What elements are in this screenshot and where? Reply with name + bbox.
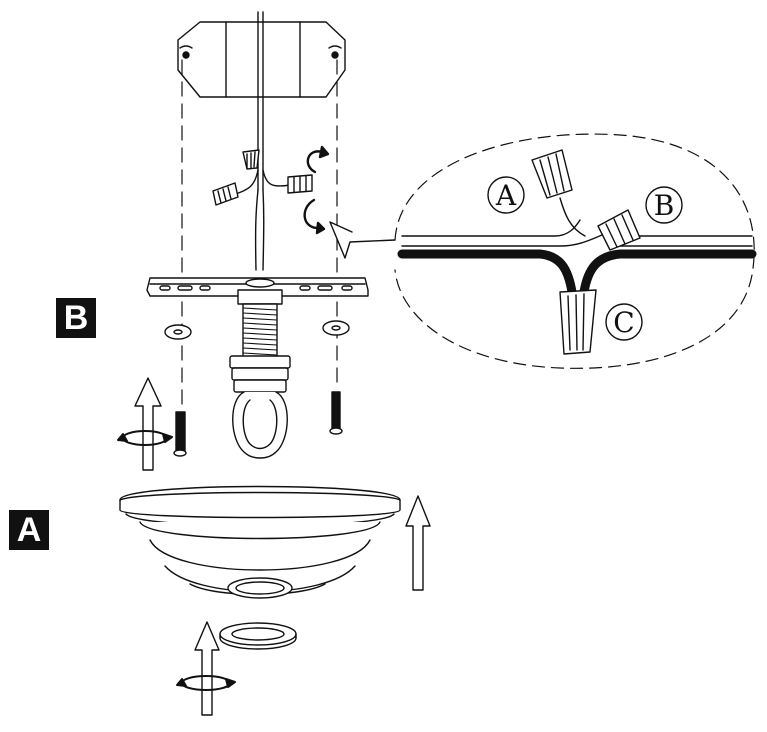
rotate-arrow-icon xyxy=(176,675,236,691)
callout-a-label: A xyxy=(495,179,517,212)
mounting-strap-icon xyxy=(146,277,369,297)
callout-b: B xyxy=(645,186,683,224)
up-arrow-icon xyxy=(405,495,431,591)
callout-c-label: C xyxy=(613,306,634,339)
rotate-arrow-icon xyxy=(117,430,173,446)
washer-icon xyxy=(322,320,350,336)
rotate-arrow-icon xyxy=(303,145,330,235)
step-a-badge: A xyxy=(9,510,49,550)
canopy-icon xyxy=(119,485,401,599)
wire-nut-icon xyxy=(597,209,641,251)
wire-nut-icon xyxy=(559,289,597,355)
callout-a: A xyxy=(487,176,525,214)
wire-nut-icon xyxy=(531,149,573,199)
step-b-badge: B xyxy=(56,298,96,338)
wire-splice xyxy=(212,149,313,271)
callout-b-label: B xyxy=(654,189,675,222)
threaded-nipple-icon xyxy=(237,289,283,361)
detail-wires xyxy=(397,197,757,297)
wire-nut-icon xyxy=(212,182,239,206)
locking-ring-icon xyxy=(219,622,297,650)
outlet-box-icon xyxy=(177,21,346,98)
washer-icon xyxy=(164,324,192,340)
up-arrow-icon xyxy=(194,621,220,716)
screw-icon xyxy=(173,411,187,457)
wire-nut-icon xyxy=(242,149,260,170)
wire-nut-icon xyxy=(287,174,313,194)
up-arrow-icon xyxy=(134,377,162,471)
loop-hook-icon xyxy=(229,355,291,459)
callout-c: C xyxy=(605,303,643,341)
screw-icon xyxy=(329,391,343,435)
